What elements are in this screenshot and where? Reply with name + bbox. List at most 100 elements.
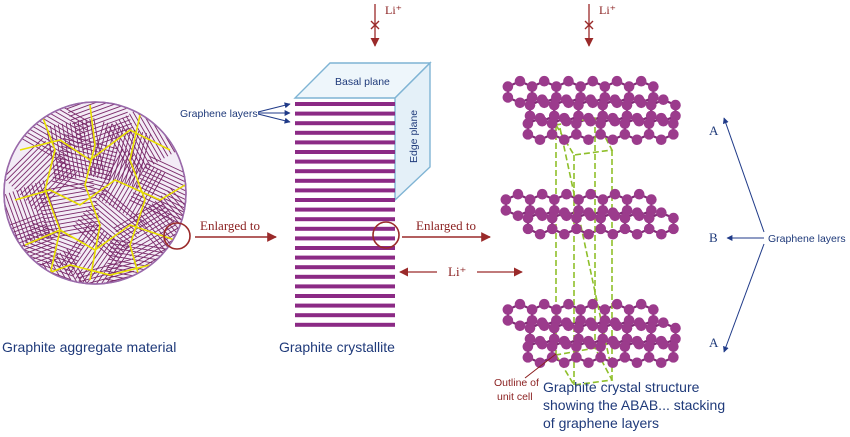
carbon-atom (559, 207, 570, 218)
carbon-atom (643, 352, 655, 363)
carbon-atom (500, 194, 512, 205)
carbon-atom (631, 112, 643, 124)
basal-plane-label: Basal plane (335, 76, 390, 88)
carbon-atom (619, 212, 631, 224)
carbon-atom (546, 129, 558, 140)
carbon-atom (646, 194, 657, 205)
pointer-layer-a-bottom (723, 243, 765, 353)
carbon-atom (668, 118, 679, 129)
carbon-atom (512, 210, 524, 222)
carbon-atom (595, 129, 606, 140)
carbon-atom (546, 223, 558, 235)
carbon-atom (551, 81, 562, 92)
carbon-atom (595, 341, 606, 352)
grain-boundary (14, 179, 186, 206)
carbon-atom (558, 134, 570, 146)
graphene-layer-bar (295, 198, 395, 202)
graphene-layers-label-left: Graphene layers (180, 108, 258, 120)
carbon-atom (635, 75, 647, 87)
carbon-atom (670, 322, 681, 334)
carbon-atom (631, 335, 643, 347)
carbon-atom (583, 207, 594, 218)
crystallite-caption: Graphite crystallite (279, 339, 395, 355)
carbon-atom (583, 134, 594, 146)
crystal-structure (500, 75, 681, 386)
carbon-atom (573, 322, 584, 334)
carbon-atom (546, 118, 558, 129)
graphene-layer-bar (295, 313, 395, 318)
structure-caption-line1: Graphite crystal structure (543, 379, 700, 395)
carbon-atom (571, 212, 582, 224)
grain (38, 181, 102, 239)
carbon-atom (585, 188, 597, 200)
carbon-atom (571, 352, 582, 363)
graphene-layer-bar (295, 102, 395, 106)
carbon-atom (597, 194, 609, 205)
carbon-atom (534, 335, 546, 347)
graphene-layer-bar (295, 130, 395, 135)
carbon-atom (595, 212, 607, 224)
carbon-atom (648, 304, 659, 315)
pointer-layer-a-top (722, 117, 765, 233)
carbon-atom (522, 118, 534, 129)
carbon-atom (655, 134, 667, 146)
graphene-layer-bar (295, 159, 395, 164)
li-top-label-1: Li⁺ (385, 3, 402, 17)
li-blocked-arrow-1 (370, 4, 380, 47)
unit-cell-label-line2: unit cell (497, 391, 533, 403)
carbon-atom (512, 188, 524, 200)
carbon-atom (595, 223, 607, 235)
carbon-atom (597, 99, 609, 111)
carbon-atom (522, 352, 534, 363)
carbon-atom (645, 99, 657, 111)
graphene-layer-bar (295, 236, 395, 241)
carbon-atom (561, 94, 572, 105)
carbon-atom (609, 188, 621, 200)
aggregate-caption: Graphite aggregate material (2, 339, 176, 355)
carbon-atom (546, 341, 558, 352)
carbon-atom (635, 298, 647, 310)
graphene-layer-bar (295, 294, 395, 298)
carbon-atom (655, 335, 667, 347)
grain (46, 118, 104, 182)
carbon-atom (619, 223, 631, 235)
carbon-atom (548, 99, 560, 111)
carbon-atom (595, 118, 606, 129)
carbon-atom (548, 322, 560, 334)
carbon-atom (583, 228, 594, 240)
carbon-atom (561, 188, 572, 200)
carbon-atom (534, 228, 546, 240)
carbon-atom (502, 304, 514, 315)
carbon-atom (619, 129, 631, 140)
carbon-atom (668, 223, 679, 235)
carbon-atom (643, 212, 655, 224)
edge-plane-label: Edge plane (408, 110, 420, 163)
carbon-atom (538, 75, 550, 87)
carbon-atom (607, 228, 619, 240)
carbon-atom (611, 298, 623, 310)
carbon-atom (607, 112, 619, 124)
carbon-atom (611, 75, 623, 87)
carbon-atom (585, 317, 596, 329)
graphene-layer-bar (295, 121, 395, 126)
carbon-atom (575, 81, 586, 92)
carbon-atom (571, 341, 582, 352)
carbon-atom (583, 335, 594, 347)
carbon-atom (549, 194, 560, 205)
graphene-layer-bar (295, 284, 395, 289)
enlarged-label-2: Enlarged to (416, 218, 476, 233)
carbon-atoms (500, 75, 681, 369)
grain-boundary (19, 129, 171, 161)
carbon-atom (599, 81, 611, 92)
carbon-atom (631, 357, 643, 369)
carbon-atom (563, 75, 574, 87)
li-blocked-arrow-2 (584, 4, 594, 47)
carbon-atom (645, 322, 657, 334)
carbon-atom (583, 112, 594, 124)
carbon-atom (526, 304, 538, 315)
carbon-atom (633, 317, 645, 329)
carbon-atom (514, 320, 526, 332)
carbon-atom (558, 112, 570, 124)
carbon-atom (514, 298, 526, 310)
enlarged-label-1: Enlarged to (200, 218, 260, 233)
